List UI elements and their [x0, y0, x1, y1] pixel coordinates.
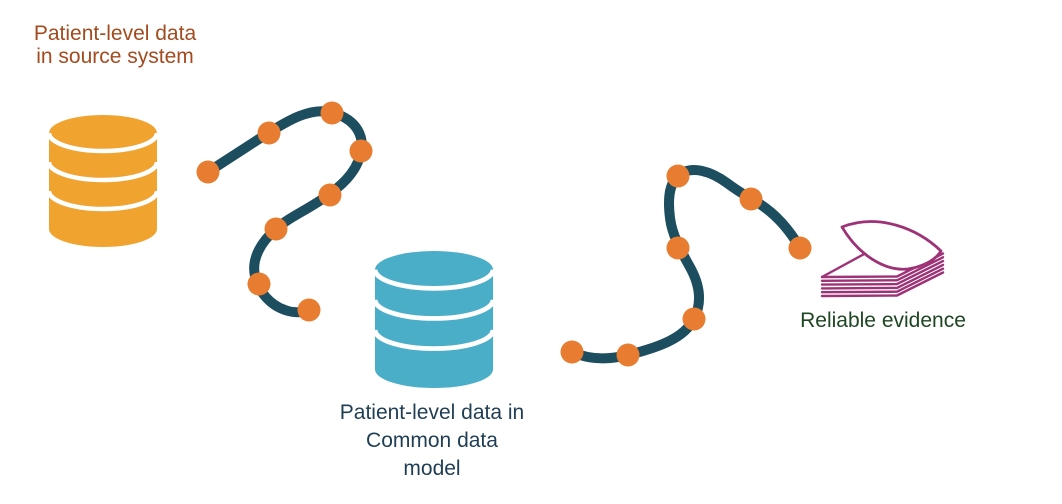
journey-path [203, 106, 367, 318]
journey-dot [196, 160, 220, 184]
journey-dot [264, 217, 288, 241]
evidence-label: Reliable evidence [783, 308, 983, 333]
label-line: model [403, 457, 461, 480]
label-line: Patient-level data in [339, 401, 525, 424]
journey-dot [616, 343, 640, 367]
journey-dot [320, 101, 344, 125]
label-line: Common data [366, 429, 498, 452]
source-db-label: Patient-level data in source system [10, 22, 220, 68]
journey-dot [682, 307, 706, 331]
label-line: Patient-level data [33, 22, 197, 45]
journey-dot [666, 164, 690, 188]
journey-dot [739, 187, 763, 211]
source-database-icon [49, 115, 157, 247]
cdm-database-icon [375, 251, 493, 388]
journey-dot [247, 272, 271, 296]
connector-source-to-cdm [196, 101, 373, 322]
journey-dot [349, 139, 373, 163]
cdm-db-label: Patient-level data in Common data model [316, 399, 548, 483]
journey-dot [666, 236, 690, 260]
paper-stack-icon [820, 220, 945, 298]
journey-dot [257, 121, 281, 145]
journey-dot [788, 236, 812, 260]
journey-dot [560, 340, 584, 364]
label-line: in source system [36, 45, 194, 68]
journey-dot [297, 298, 321, 322]
connector-cdm-to-evidence [560, 164, 812, 367]
journey-path [567, 165, 805, 364]
label-line: Reliable evidence [800, 309, 966, 332]
journey-dot [318, 183, 342, 207]
